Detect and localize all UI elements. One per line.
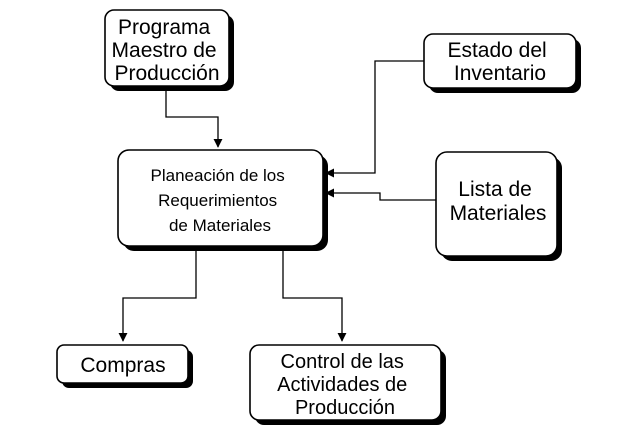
- node-label-line: Materiales: [450, 202, 547, 225]
- node-label-line: Lista de: [458, 178, 532, 201]
- svg-text:Control de las Actividad: Control de las Actividades de Producción: [277, 351, 413, 419]
- connectors: [118, 60, 437, 342]
- node-label-line: Inventario: [454, 62, 546, 85]
- edge-planeacion-to-control: [282, 250, 347, 342]
- node-planeacion-requerimientos: Planeación de los Requerimientos de Mate…: [117, 149, 328, 251]
- edge-inventario-to-planeacion: [325, 60, 425, 178]
- edge-planeacion-to-compras: [118, 250, 197, 342]
- node-label-line: Requerimientos: [158, 191, 277, 210]
- node-label-line: Producción: [295, 397, 395, 419]
- node-estado-inventario: Estado del Inventario: [423, 33, 581, 93]
- svg-text:Estado del Inventario: Estado del Inventario: [447, 39, 552, 85]
- node-label-line: Estado del: [447, 39, 546, 62]
- edge-programa-to-planeacion: [165, 87, 223, 148]
- node-label-line: de Materiales: [169, 216, 271, 235]
- node-label-line: Actividades de: [277, 374, 407, 396]
- node-label-line: Planeación de los: [151, 166, 285, 185]
- node-control-actividades: Control de las Actividades de Producción: [249, 344, 446, 425]
- node-label-line: Control de las: [281, 351, 404, 373]
- edge-lista-to-planeacion: [325, 188, 437, 201]
- node-label-line: Compras: [80, 354, 165, 377]
- svg-text:Programa Maestro de: Programa Maestro de Producción: [112, 16, 223, 85]
- node-compras: Compras: [56, 344, 193, 388]
- node-label-line: Maestro de: [112, 39, 217, 62]
- node-label-line: Producción: [114, 62, 219, 85]
- node-label-line: Programa: [118, 16, 211, 39]
- svg-text:Planeación de los Requer: Planeación de los Requerimientos de Mate…: [151, 166, 290, 235]
- svg-text:Lista de Materiales: Lista de Materiales: [450, 178, 547, 225]
- node-programa-maestro: Programa Maestro de Producción: [104, 9, 234, 91]
- node-lista-materiales: Lista de Materiales: [435, 151, 562, 261]
- svg-text:Compras: Compras: [80, 354, 165, 377]
